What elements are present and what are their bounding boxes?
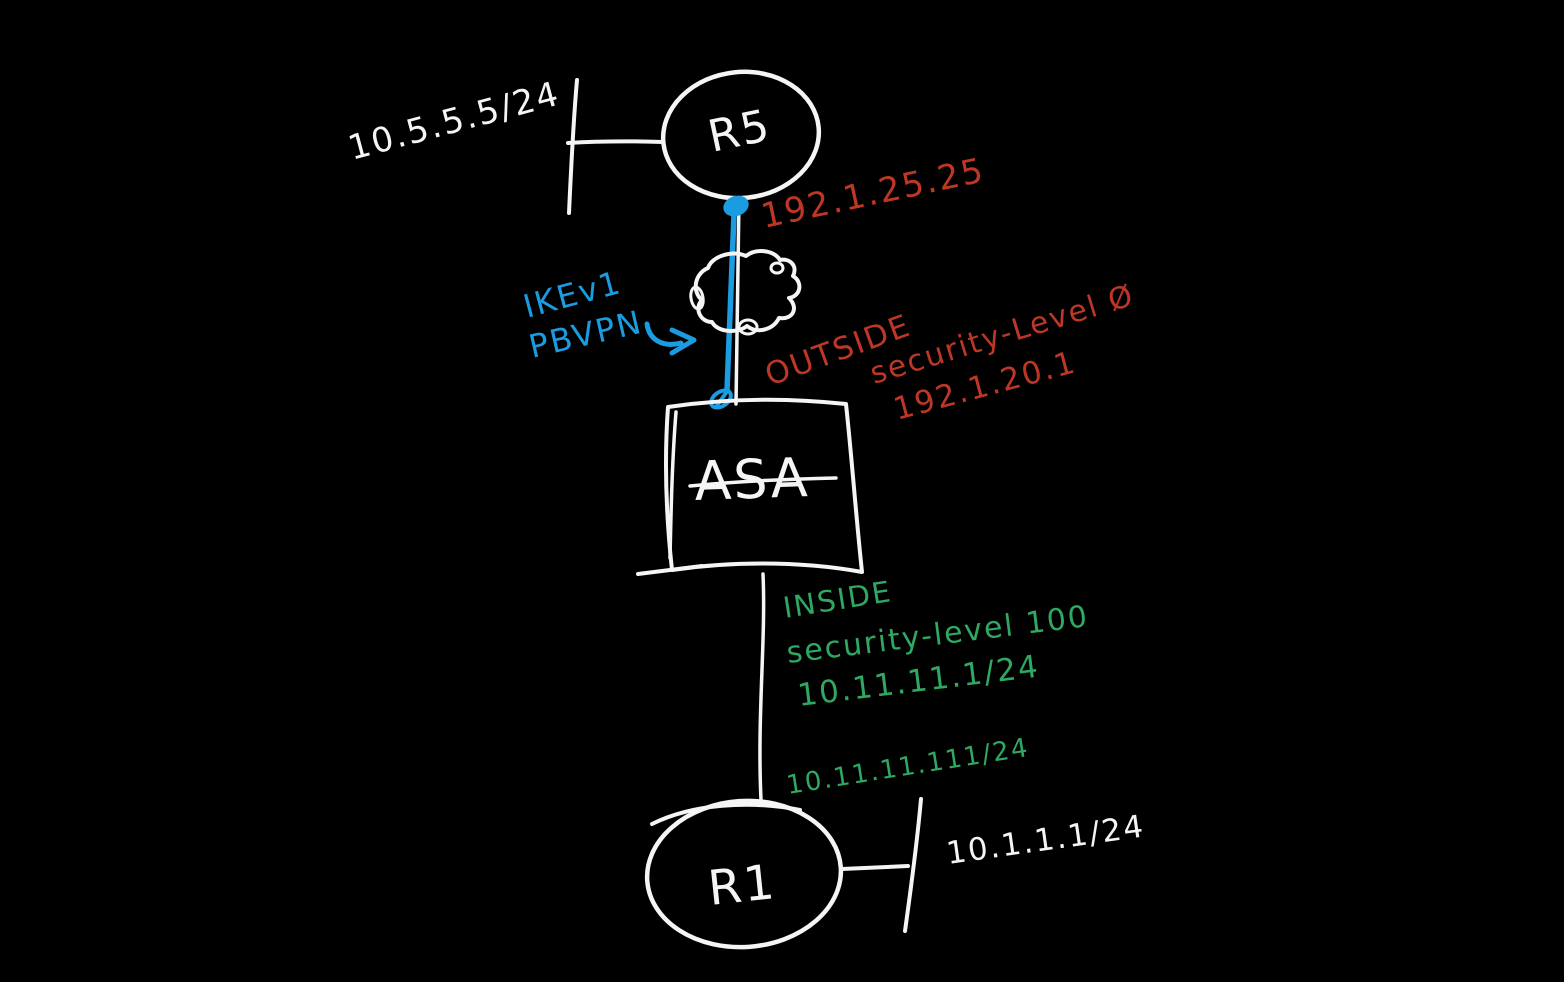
r1-circle-top-retrace xyxy=(650,802,802,826)
vpn-endpoint-knot-stroke xyxy=(714,388,730,409)
physical-link-line xyxy=(734,196,741,406)
lan-segment-link xyxy=(840,864,910,871)
lan-segment-bar xyxy=(567,78,579,215)
r5-node: R5 xyxy=(660,69,822,201)
asa-box-inner-stroke xyxy=(668,410,678,560)
r1-label: R1 xyxy=(705,854,778,917)
arrow-shaft xyxy=(644,321,684,347)
cloud-outline xyxy=(693,249,802,333)
r5-circle xyxy=(660,69,822,201)
inside-annotation: INSIDE security-level 100 10.11.11.1/24 … xyxy=(781,574,1091,801)
asa-r1-link xyxy=(758,572,766,802)
curved-right-arrow-icon xyxy=(644,321,697,356)
asa-box xyxy=(663,397,864,574)
vpn-endpoint-knot-bottom xyxy=(709,388,733,410)
r1-lan-label: 10.1.1.1/24 xyxy=(944,808,1147,871)
cloud-puff-left xyxy=(689,285,705,311)
lan-segment-link xyxy=(566,139,665,145)
r5-asa-link xyxy=(709,195,749,410)
cloud-puff-bottom xyxy=(737,318,759,336)
vpn-endpoint-dot-top xyxy=(723,195,749,217)
internet-cloud-icon xyxy=(689,249,802,336)
r5-lan-segment xyxy=(566,78,665,215)
cloud-puff-top xyxy=(769,261,785,275)
r5-label: R5 xyxy=(704,100,776,163)
vpn-tunnel-line xyxy=(724,211,737,393)
inside-name-label: INSIDE xyxy=(781,574,895,625)
r5-wan-ip-label: 192.1.25.25 xyxy=(758,150,989,236)
vpn-annotation: IKEv1 PBVPN xyxy=(519,263,697,366)
r1-node: R1 xyxy=(644,798,844,950)
r1-lan-segment xyxy=(840,797,923,933)
r1-inside-ip-label: 10.11.11.111/24 xyxy=(784,733,1031,801)
asa-box-bottom-overshoot xyxy=(636,564,704,576)
asa-node: ASA xyxy=(636,397,864,576)
arrow-head xyxy=(669,327,697,356)
outside-annotation: OUTSIDE security-Level Ø 192.1.20.1 xyxy=(760,278,1138,428)
lan-segment-bar xyxy=(903,797,923,933)
r5-lan-label: 10.5.5.5/24 xyxy=(344,74,564,169)
asa-label-strike-line xyxy=(688,476,838,488)
r1-circle xyxy=(644,798,844,950)
